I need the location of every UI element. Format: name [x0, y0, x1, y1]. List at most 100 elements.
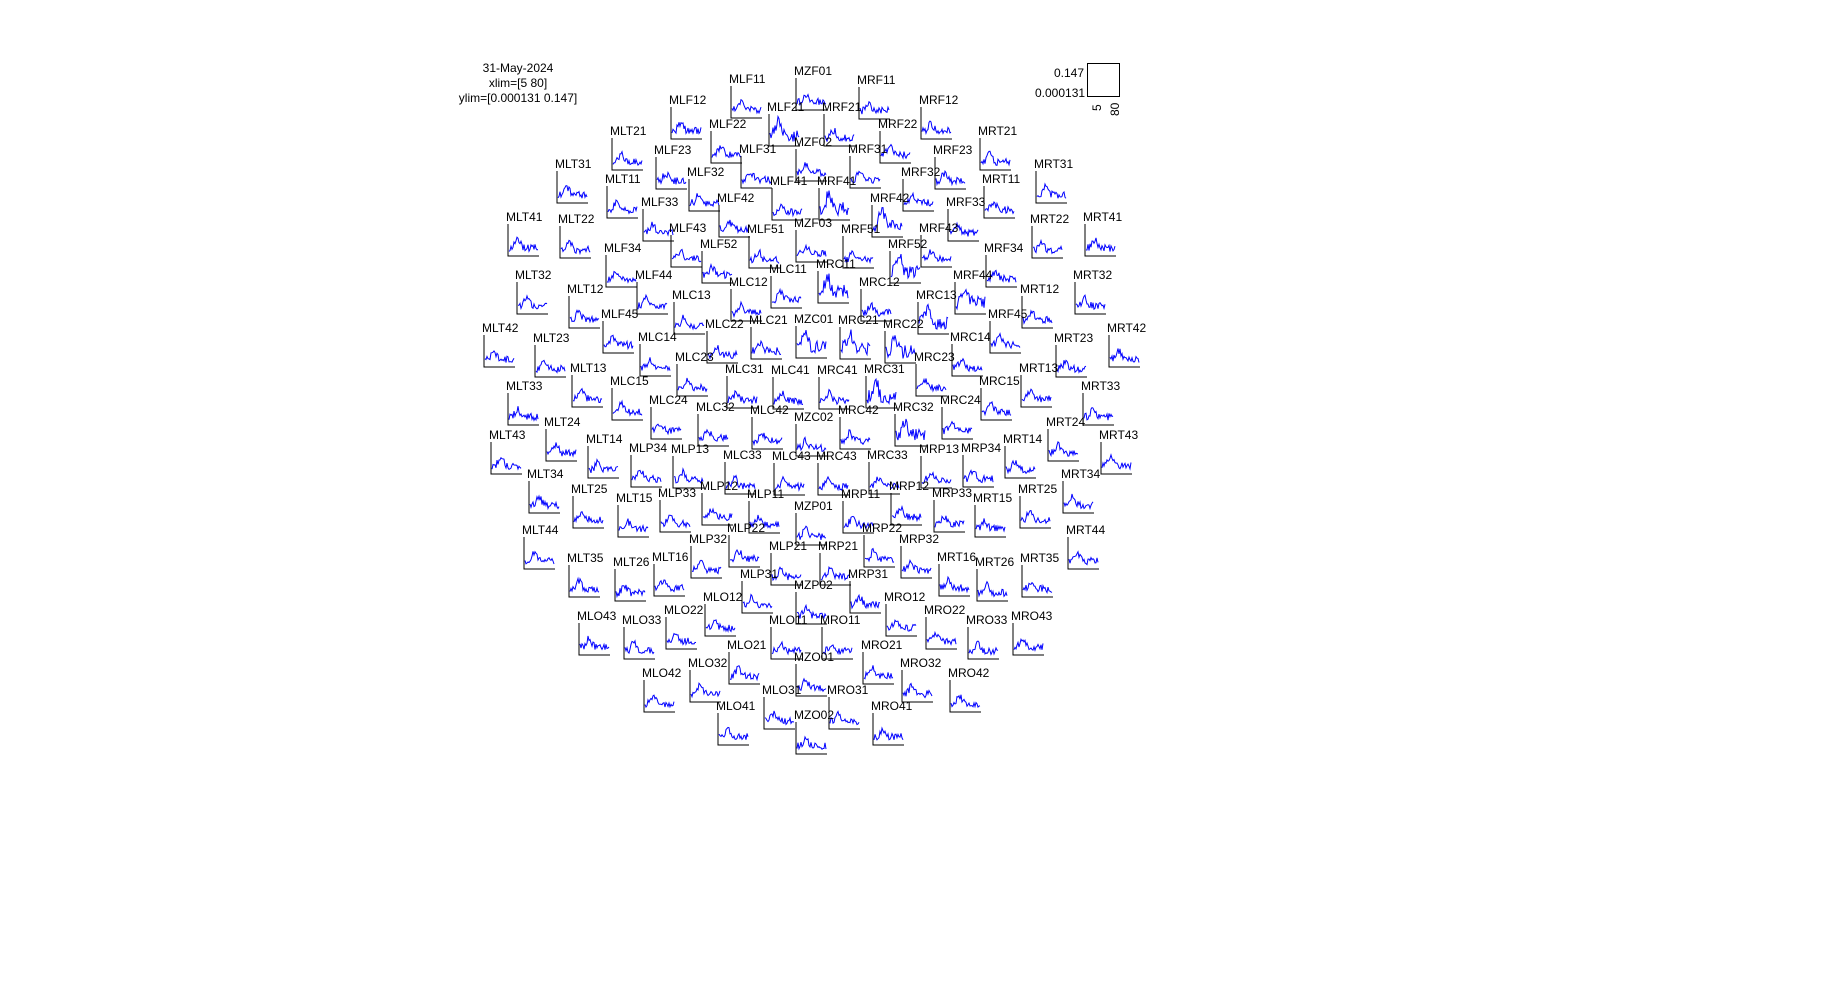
channel-axes — [920, 107, 952, 140]
channel-mlc22: MLC22 — [705, 317, 744, 364]
channel-trace — [902, 682, 933, 699]
channel-label: MLP21 — [769, 539, 807, 553]
channel-mlp32: MLP32 — [689, 532, 727, 579]
channel-mrt22: MRT22 — [1030, 212, 1069, 259]
channel-mlt24: MLT24 — [544, 415, 581, 462]
channel-axes — [868, 462, 900, 495]
channel-label: MRP12 — [889, 479, 929, 493]
channel-trace — [861, 301, 892, 318]
channel-label: MLC31 — [725, 362, 764, 376]
channel-mlt12: MLT12 — [567, 282, 604, 329]
channel-axes — [728, 535, 760, 568]
channel-trace — [824, 128, 855, 143]
channel-trace — [637, 293, 668, 311]
channel-mrf42: MRF42 — [870, 191, 910, 238]
channel-axes — [1047, 429, 1079, 462]
channel-label: MRC12 — [859, 275, 900, 289]
channel-label: MLP33 — [658, 486, 696, 500]
channel-trace — [702, 262, 733, 280]
channel-trace — [980, 150, 1011, 167]
channel-label: MLF41 — [770, 174, 808, 188]
channel-mlf34: MLF34 — [604, 241, 642, 288]
channel-mlf32: MLF32 — [687, 165, 725, 212]
channel-trace — [1021, 388, 1052, 403]
channel-label: MRF43 — [919, 221, 959, 235]
channel-label: MLC14 — [638, 330, 677, 344]
channel-trace — [484, 350, 515, 363]
channel-trace — [819, 190, 850, 217]
channel-trace — [606, 270, 637, 284]
channel-mro32: MRO32 — [900, 656, 942, 703]
channel-label: MLT32 — [515, 268, 552, 282]
channel-trace — [666, 632, 697, 646]
channel-trace — [840, 429, 871, 446]
channel-label: MLO11 — [769, 613, 808, 627]
channel-trace — [774, 475, 805, 492]
channel-axes — [516, 282, 548, 315]
channel-label: MLT26 — [613, 555, 650, 569]
channel-mlp21: MLP21 — [769, 539, 807, 586]
channel-axes — [983, 186, 1015, 219]
channel-label: MLC12 — [729, 275, 768, 289]
channel-trace — [866, 377, 897, 405]
channel-axes — [821, 627, 853, 660]
channel-trace — [921, 471, 952, 485]
channel-axes — [771, 188, 803, 221]
channel-mlc31: MLC31 — [725, 362, 764, 409]
channel-trace — [607, 199, 638, 215]
channel-mrt42: MRT42 — [1107, 321, 1146, 368]
channel-trace — [1063, 493, 1094, 511]
channel-axes — [689, 670, 721, 703]
channel-mlt31: MLT31 — [555, 157, 592, 204]
channel-mlt33: MLT33 — [506, 379, 543, 426]
channel-trace — [651, 423, 682, 436]
channel-axes — [490, 442, 522, 475]
channel-mrf32: MRF32 — [901, 165, 941, 212]
channel-axes — [770, 553, 802, 586]
channel-trace — [796, 677, 827, 693]
channel-trace — [840, 329, 871, 357]
channel-mlc42: MLC42 — [750, 403, 789, 450]
channel-mrf52: MRF52 — [888, 237, 928, 284]
channel-mlt41: MLT41 — [506, 210, 543, 257]
channel-trace — [1005, 459, 1036, 475]
channel-label: MRF34 — [984, 241, 1024, 255]
channel-mrt14: MRT14 — [1003, 432, 1042, 479]
channel-trace — [729, 548, 760, 563]
channel-axes — [884, 331, 916, 364]
channel-mrf44: MRF44 — [953, 268, 993, 315]
channel-axes — [917, 302, 949, 335]
channel-trace — [731, 300, 762, 318]
channel-label: MRT35 — [1020, 551, 1059, 565]
channel-trace — [742, 593, 773, 609]
channel-trace — [1075, 294, 1106, 311]
channel-label: MRT43 — [1099, 428, 1138, 442]
channel-label: MLF51 — [747, 222, 785, 236]
channel-mrf43: MRF43 — [919, 221, 959, 268]
channel-axes — [672, 456, 704, 489]
channel-label: MRT33 — [1081, 379, 1120, 393]
channel-axes — [1067, 537, 1099, 570]
channel-trace — [796, 162, 827, 178]
channel-trace — [873, 726, 904, 741]
channel-axes — [1012, 623, 1044, 656]
channel-axes — [920, 456, 952, 489]
channel-trace — [603, 334, 634, 351]
channel-mlt44: MLT44 — [522, 523, 559, 570]
channel-label: MLO41 — [716, 699, 756, 713]
channel-label: MRF44 — [953, 268, 993, 282]
channel-trace — [751, 339, 782, 356]
channel-label: MRF11 — [857, 73, 896, 87]
channel-mrt35: MRT35 — [1020, 551, 1059, 598]
channel-trace — [859, 100, 890, 115]
scale-ymax-label: 0.147 — [1054, 66, 1085, 80]
channel-axes — [1100, 442, 1132, 475]
channel-trace — [671, 121, 702, 135]
channel-mrp33: MRP33 — [932, 486, 972, 533]
channel-mrc23: MRC23 — [914, 350, 955, 397]
channel-mlc32: MLC32 — [696, 400, 735, 447]
channel-label: MLF42 — [717, 191, 755, 205]
channel-axes — [697, 414, 729, 447]
channel-label: MLC24 — [649, 393, 688, 407]
channel-trace — [823, 644, 853, 656]
